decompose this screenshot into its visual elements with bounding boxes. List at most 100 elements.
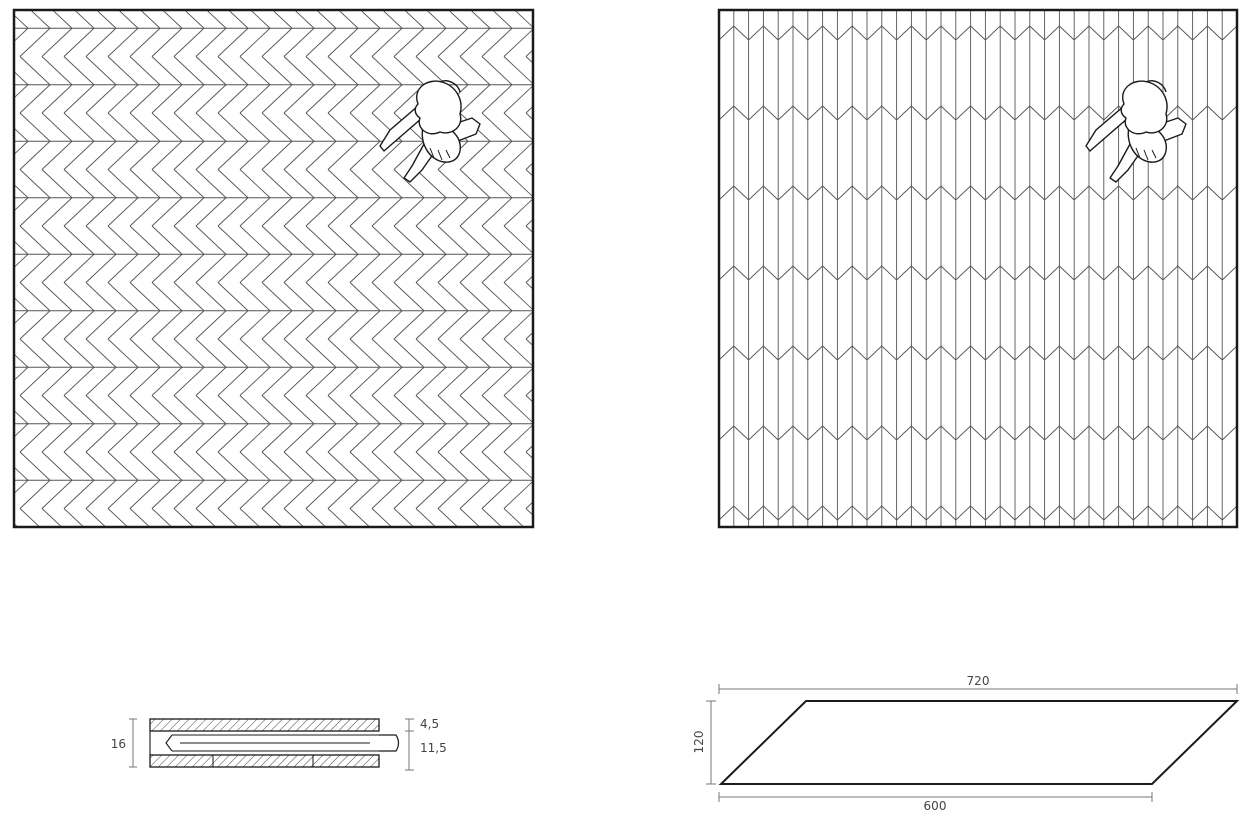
chevron-stroke bbox=[305, 451, 337, 481]
chevron-stroke bbox=[327, 112, 359, 142]
chevron-stroke bbox=[0, 170, 6, 198]
chevron-stroke bbox=[195, 27, 227, 57]
chevron-stroke bbox=[481, 423, 513, 453]
chevron-stroke bbox=[217, 56, 249, 86]
chevron-stroke bbox=[151, 310, 183, 340]
chevron-joint bbox=[777, 185, 794, 201]
chevron-stroke bbox=[349, 423, 381, 453]
chevron-joint bbox=[970, 105, 986, 121]
chevron-stroke bbox=[415, 282, 447, 312]
chevron-stroke bbox=[337, 10, 359, 29]
chevron-stroke bbox=[548, 452, 578, 480]
chevron-stroke bbox=[372, 537, 402, 565]
chevron-stroke bbox=[283, 366, 315, 396]
chevron-stroke bbox=[415, 27, 447, 57]
chevron-stroke bbox=[0, 198, 6, 226]
chevron-stroke bbox=[525, 112, 533, 121]
chevron-stroke bbox=[41, 56, 73, 86]
chevron-joint bbox=[851, 185, 868, 201]
chevron-stroke bbox=[129, 56, 161, 86]
chevron-stroke bbox=[394, 537, 424, 565]
chevron-stroke bbox=[415, 423, 447, 453]
chevron-stroke bbox=[129, 451, 161, 481]
chevron-stroke bbox=[19, 451, 51, 481]
person-figure-left bbox=[379, 80, 481, 183]
chevron-stroke bbox=[41, 84, 73, 114]
chevron-stroke bbox=[107, 338, 139, 368]
chevron-joint bbox=[748, 185, 764, 201]
chevron-stroke bbox=[173, 338, 205, 368]
chevron-stroke bbox=[195, 338, 227, 368]
chevron-stroke bbox=[283, 282, 315, 312]
chevron-stroke bbox=[85, 479, 117, 509]
chevron-stroke bbox=[315, 10, 337, 29]
chevron-joint bbox=[1133, 265, 1149, 281]
chevron-stroke bbox=[459, 140, 491, 170]
chevron-joint bbox=[1044, 185, 1060, 201]
chevron-joint bbox=[1073, 505, 1090, 521]
chevron-stroke bbox=[525, 444, 533, 453]
chevron-stroke bbox=[261, 197, 293, 227]
chevron-joint bbox=[1088, 265, 1105, 281]
chevron-stroke bbox=[283, 112, 315, 142]
chevron-joint bbox=[970, 425, 986, 441]
chevron-stroke bbox=[261, 395, 293, 425]
chevron-joint bbox=[807, 425, 823, 441]
chevron-stroke bbox=[503, 198, 533, 227]
chevron-joint bbox=[1162, 25, 1179, 41]
chevron-stroke bbox=[503, 338, 533, 367]
chevron-stroke bbox=[503, 28, 533, 57]
chevron-stroke bbox=[327, 366, 359, 396]
chevron-joint bbox=[1237, 586, 1251, 600]
chevron-joint bbox=[1059, 345, 1075, 361]
chevron-joint bbox=[807, 345, 823, 361]
chevron-stroke bbox=[173, 140, 205, 170]
chevron-stroke bbox=[85, 112, 117, 142]
chevron-stroke bbox=[305, 253, 337, 283]
chevron-stroke bbox=[371, 225, 403, 255]
chevron-stroke bbox=[261, 479, 293, 509]
chevron-stroke bbox=[349, 253, 381, 283]
chevron-joint bbox=[1147, 25, 1164, 41]
chevron-joint bbox=[1029, 265, 1045, 281]
chevron-stroke bbox=[41, 395, 73, 425]
chevron-stroke bbox=[151, 366, 183, 396]
person-figure-right bbox=[1085, 80, 1187, 183]
chevron-joint bbox=[1029, 425, 1045, 441]
plan-vertical-chevron bbox=[717, 8, 1251, 600]
chevron-joint bbox=[778, 586, 793, 600]
chevron-joint bbox=[1089, 586, 1104, 600]
chevron-joint bbox=[792, 105, 809, 121]
chevron-stroke bbox=[151, 84, 183, 114]
chevron-joint bbox=[1118, 25, 1134, 41]
chevron-joint bbox=[940, 345, 957, 361]
chevron-joint bbox=[911, 105, 927, 121]
chevron-stroke bbox=[349, 27, 381, 57]
chevron-stroke bbox=[217, 338, 249, 368]
chevron-stroke bbox=[14, 70, 29, 86]
chevron-stroke bbox=[393, 27, 425, 57]
chevron-joint bbox=[1088, 425, 1105, 441]
chevron-stroke bbox=[107, 508, 129, 527]
chevron-stroke bbox=[85, 451, 117, 481]
chevron-stroke bbox=[371, 338, 403, 368]
chevron-stroke bbox=[459, 479, 491, 509]
chevron-joint bbox=[985, 505, 1001, 521]
chevron-stroke bbox=[328, 537, 358, 565]
plan-horizontal-chevron bbox=[0, 8, 578, 565]
chevron-joint bbox=[881, 25, 897, 41]
chevron-joint bbox=[911, 586, 926, 600]
chevron-stroke bbox=[195, 253, 227, 283]
chevron-stroke bbox=[283, 310, 315, 340]
chevron-stroke bbox=[371, 197, 403, 227]
chevron-joint bbox=[1059, 105, 1075, 121]
chevron-stroke bbox=[239, 169, 271, 199]
chevron-stroke bbox=[283, 197, 315, 227]
chevron-stroke bbox=[217, 451, 249, 481]
chevron-stroke bbox=[217, 310, 249, 340]
chevron-stroke bbox=[416, 537, 446, 565]
chevron-joint bbox=[999, 265, 1016, 281]
chevron-stroke bbox=[107, 27, 139, 57]
chevron-joint bbox=[971, 586, 986, 600]
